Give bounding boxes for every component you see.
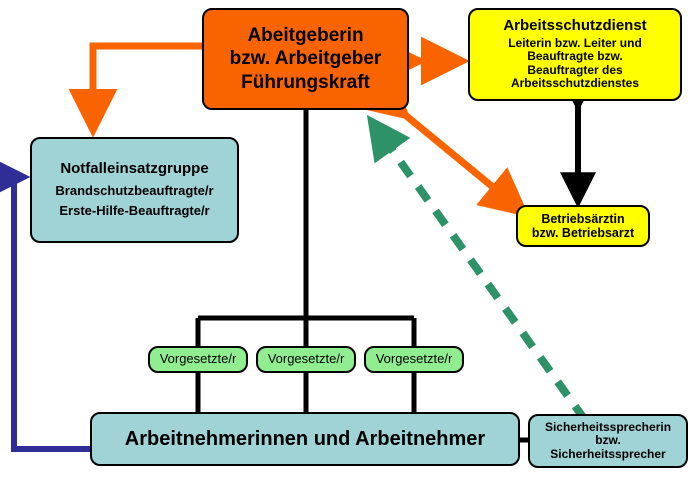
service-line-3: Beauftragter des <box>527 62 623 77</box>
safety-speaker-line-3: Sicherheitssprecher <box>550 446 666 461</box>
safety-speaker-line-2: bzw. <box>595 433 621 448</box>
arrow-employer-to-emergency-team <box>68 42 202 138</box>
node-safety-speaker[interactable]: Sicherheitssprecherin bzw. Sicherheitssp… <box>528 414 688 468</box>
node-company-doctor[interactable]: Betriebsärztin bzw. Betriebsarzt <box>516 205 650 247</box>
emergency-team-line-2: Erste-Hilfe-Beauftragte/r <box>59 203 210 219</box>
node-employees[interactable]: Arbeitnehmerinnen und Arbeitnehmer <box>90 412 520 466</box>
company-doctor-line-2: bzw. Betriebsarzt <box>531 226 635 240</box>
node-supervisor-3[interactable]: Vorgesetzte/r <box>364 346 464 373</box>
service-line-4: Arbeitsschutzdienstes <box>510 76 640 91</box>
node-emergency-team[interactable]: Notfalleinsatzgruppe Brandschutzbeauftra… <box>30 137 239 243</box>
node-employer[interactable]: Abeitgeberin bzw. Arbeitgeber Führungskr… <box>202 8 409 110</box>
arrow-safety-speaker-to-employer <box>366 114 589 423</box>
safety-speaker-line-1: Sicherheitssprecherin <box>544 419 672 434</box>
employer-line-1: Abeitgeberin <box>247 25 364 47</box>
emergency-team-line-1: Brandschutzbeauftragte/r <box>55 182 214 198</box>
service-line-2: Beauftragte bzw. <box>527 49 623 64</box>
arrow-employer-to-doctor <box>358 70 530 218</box>
node-supervisor-1[interactable]: Vorgesetzte/r <box>148 346 248 373</box>
employees-label: Arbeitnehmerinnen und Arbeitnehmer <box>124 427 486 450</box>
employer-line-3: Führungskraft <box>241 71 370 93</box>
org-tree-connector <box>195 110 530 443</box>
supervisor-1-label: Vorgesetzte/r <box>159 351 237 367</box>
emergency-team-title: Notfalleinsatzgruppe <box>60 160 209 178</box>
service-line-1: Leiterin bzw. Leiter und <box>508 36 642 51</box>
arrow-employees-to-emergency-team <box>0 156 90 452</box>
node-supervisor-2[interactable]: Vorgesetzte/r <box>256 346 356 373</box>
employer-line-2: bzw. Arbeitgeber <box>229 48 382 70</box>
node-occupational-safety-service[interactable]: Arbeitsschutzdienst Leiterin bzw. Leiter… <box>468 8 682 101</box>
service-title: Arbeitsschutzdienst <box>503 17 647 35</box>
supervisor-2-label: Vorgesetzte/r <box>267 351 345 367</box>
supervisor-3-label: Vorgesetzte/r <box>375 351 453 367</box>
company-doctor-line-1: Betriebsärztin <box>541 212 625 226</box>
